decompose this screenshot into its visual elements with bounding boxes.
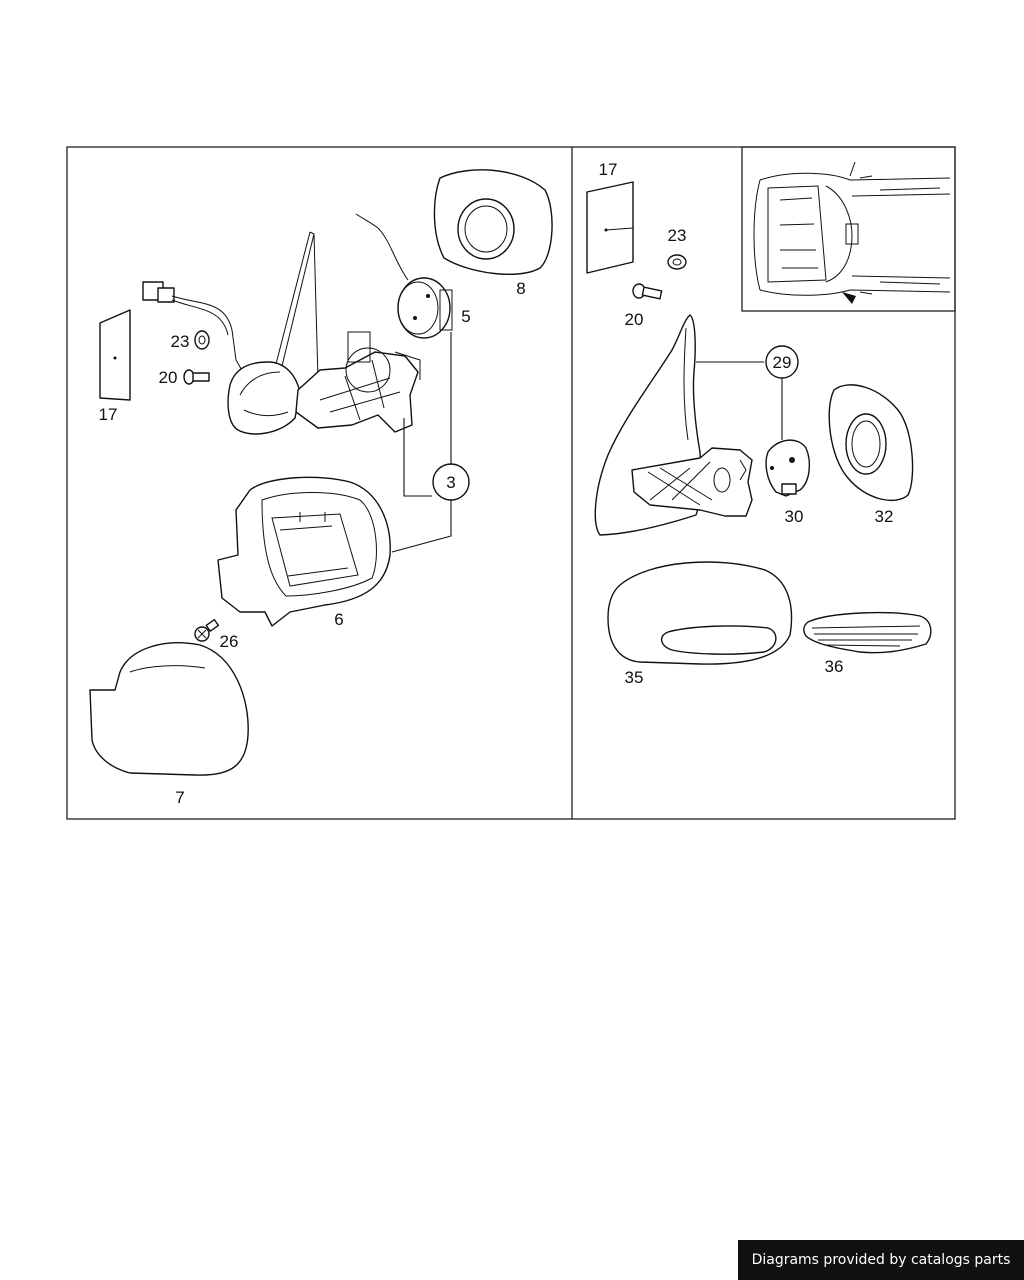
wiring-harness-connector [142, 281, 245, 375]
attribution-footer: Diagrams provided by catalogs parts [738, 1240, 1024, 1280]
part-20-screw-left[interactable] [183, 369, 210, 385]
label-26-left: 26 [220, 632, 239, 651]
diagram-frame [66, 146, 956, 820]
label-3-left: 3 [446, 473, 455, 492]
part-30-motor[interactable] [765, 439, 811, 497]
label-17-left: 17 [99, 405, 118, 424]
label-32-right: 32 [875, 507, 894, 526]
part-20-screw-right[interactable] [632, 283, 663, 300]
leader-lines-left [391, 332, 452, 553]
label-23-right: 23 [668, 226, 687, 245]
part-36-signal-lens[interactable] [803, 611, 932, 654]
part-35-cover-right[interactable] [607, 561, 793, 665]
label-30-right: 30 [785, 507, 804, 526]
label-7-left: 7 [175, 788, 184, 807]
part-23-nut-right[interactable] [667, 254, 687, 270]
label-6-left: 6 [334, 610, 343, 629]
label-20-right: 20 [625, 310, 644, 329]
label-29-right: 29 [773, 353, 792, 372]
callout-29-circle [765, 345, 799, 379]
part-23-nut-left[interactable] [194, 330, 210, 350]
vehicle-locator-inset [741, 146, 956, 312]
part-7-cover-left[interactable] [89, 642, 249, 776]
part-17-pad-left[interactable] [99, 309, 131, 401]
attribution-text: Diagrams provided by catalogs parts [751, 1252, 1011, 1268]
label-5-left: 5 [461, 307, 470, 326]
adjuster-mechanism-left[interactable] [295, 331, 421, 433]
label-36-right: 36 [825, 657, 844, 676]
label-17-right: 17 [599, 160, 618, 179]
mirror-base-left[interactable] [227, 231, 319, 435]
part-26-screw[interactable] [194, 618, 220, 642]
label-23-left: 23 [171, 332, 190, 351]
label-20-left: 20 [159, 368, 178, 387]
part-6-housing-frame[interactable] [217, 476, 391, 627]
part-32-mirror-glass-right[interactable] [828, 384, 914, 502]
callout-3-circle [432, 463, 470, 501]
part-17-pad-right[interactable] [586, 181, 634, 274]
part-29-mirror-bracket[interactable] [594, 314, 753, 536]
label-35-right: 35 [625, 668, 644, 687]
part-8-mirror-glass-left[interactable] [433, 169, 553, 276]
part-5-motor-left[interactable] [355, 213, 453, 339]
label-8-left: 8 [516, 279, 525, 298]
leader-lines-right [696, 361, 783, 440]
